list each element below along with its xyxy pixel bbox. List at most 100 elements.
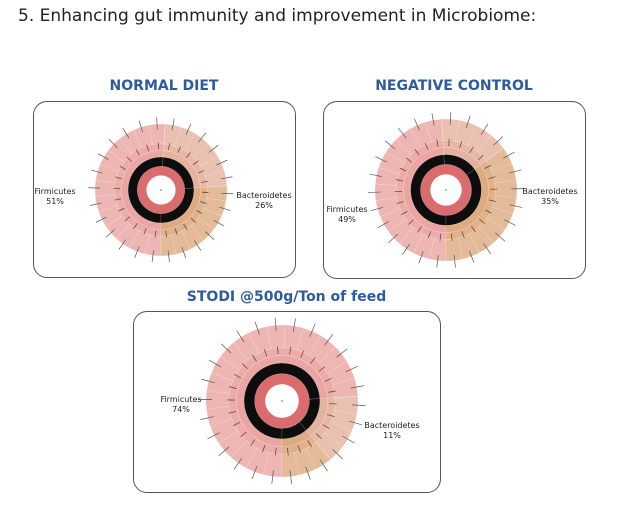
inner-label-mark — [143, 228, 147, 235]
sector-divider — [220, 355, 240, 370]
sector-divider — [148, 125, 153, 145]
sector-divider — [495, 179, 517, 184]
label-value: 35% — [541, 197, 559, 206]
sector-divider — [263, 452, 270, 475]
label-tick — [122, 128, 130, 139]
label-tick — [213, 219, 225, 227]
inner-label-mark — [310, 357, 316, 364]
sector-divider — [193, 143, 208, 158]
label-tick — [200, 416, 214, 420]
sector-divider — [495, 194, 517, 198]
sector-divider — [184, 133, 196, 151]
inner-label-mark — [190, 217, 196, 223]
sector-divider — [133, 129, 143, 149]
label-value: 49% — [338, 215, 356, 224]
inner-label-mark — [307, 440, 313, 448]
bacteroidetes-sector — [281, 421, 307, 440]
inner-label-mark — [477, 154, 484, 161]
root-ring — [137, 166, 185, 214]
label-tick — [509, 169, 522, 174]
sector-divider — [413, 234, 424, 254]
inner-label-mark — [264, 349, 268, 357]
inner-label-mark — [146, 144, 150, 152]
sector-divider — [246, 447, 258, 469]
label-tick — [205, 231, 215, 240]
inner-label-mark — [119, 165, 126, 170]
inner-label-mark — [300, 350, 305, 358]
label-tick — [220, 176, 233, 180]
inner-label-mark — [277, 346, 279, 355]
sector-divider — [203, 207, 222, 217]
sector-divider — [163, 124, 166, 144]
inner-label-mark — [228, 411, 237, 414]
sector-divider — [441, 119, 444, 141]
inner-label-mark — [200, 201, 207, 204]
bacteroidetes-sector — [160, 187, 201, 230]
inner-label-mark — [399, 167, 407, 172]
page-heading: 5. Enhancing gut immunity and improvemen… — [18, 6, 537, 26]
sector-divider — [388, 218, 406, 232]
inner-label-mark — [233, 421, 241, 427]
label-name: Bacteroidetes — [236, 191, 292, 200]
inner-label-mark — [234, 373, 242, 379]
sector-divider — [233, 342, 249, 361]
sector-divider — [204, 169, 225, 177]
inner-label-mark — [484, 164, 491, 170]
label-tick — [91, 169, 103, 174]
sector-divider — [492, 206, 513, 215]
firmicutes-sector — [243, 362, 321, 440]
inner-label-mark — [135, 149, 140, 156]
sector-divider — [308, 335, 321, 356]
label-name: Bacteroidetes — [522, 187, 578, 196]
inner-label-mark — [241, 363, 248, 370]
label-tick — [369, 173, 383, 178]
label-tick — [453, 254, 456, 268]
label-tick — [348, 420, 363, 426]
sector-divider — [100, 163, 119, 173]
inner-label-mark — [459, 141, 463, 149]
label-tick — [469, 250, 475, 264]
label-tick — [216, 159, 228, 166]
sector-divider — [98, 205, 118, 213]
sector-divider — [230, 440, 247, 458]
inner-label-mark — [315, 433, 322, 440]
label-tick — [219, 206, 231, 211]
label-tick — [377, 221, 390, 229]
label-tick — [254, 321, 260, 335]
sector-divider — [330, 421, 352, 432]
label-tick — [324, 334, 333, 346]
firmicutes-sector — [374, 118, 447, 262]
center-dot — [445, 189, 447, 191]
inner-label-mark — [396, 201, 404, 204]
sector-divider — [378, 167, 399, 175]
inner-label-mark — [318, 366, 325, 372]
sector-divider — [197, 217, 215, 230]
sector-divider — [466, 125, 477, 146]
inner-label-mark — [408, 219, 414, 225]
sector-divider — [424, 122, 432, 143]
sector-divider — [318, 346, 336, 364]
label-tick — [201, 378, 215, 384]
bacteroidetes-sector — [445, 160, 496, 240]
label-tick — [449, 112, 452, 125]
label-name: Bacteroidetes — [364, 421, 420, 430]
inner-label-mark — [168, 143, 171, 150]
inner-label-mark — [470, 225, 476, 233]
sector-divider — [207, 185, 227, 188]
sector-divider — [385, 151, 405, 164]
label-name: Firmicutes — [326, 205, 368, 214]
label-tick — [171, 118, 175, 131]
inner-label-mark — [287, 447, 289, 456]
inner-label-mark — [118, 207, 125, 212]
label-tick — [198, 132, 207, 143]
inner-label-mark — [201, 180, 208, 183]
sector-divider — [206, 389, 230, 394]
label-value: 51% — [46, 197, 64, 206]
sector-divider — [324, 432, 343, 447]
inner-label-mark — [185, 152, 191, 159]
sector-divider — [305, 448, 317, 470]
sector-divider — [95, 179, 116, 184]
inner-label-mark — [328, 390, 336, 393]
other-sector — [162, 156, 195, 189]
inner-label-mark — [322, 424, 330, 429]
